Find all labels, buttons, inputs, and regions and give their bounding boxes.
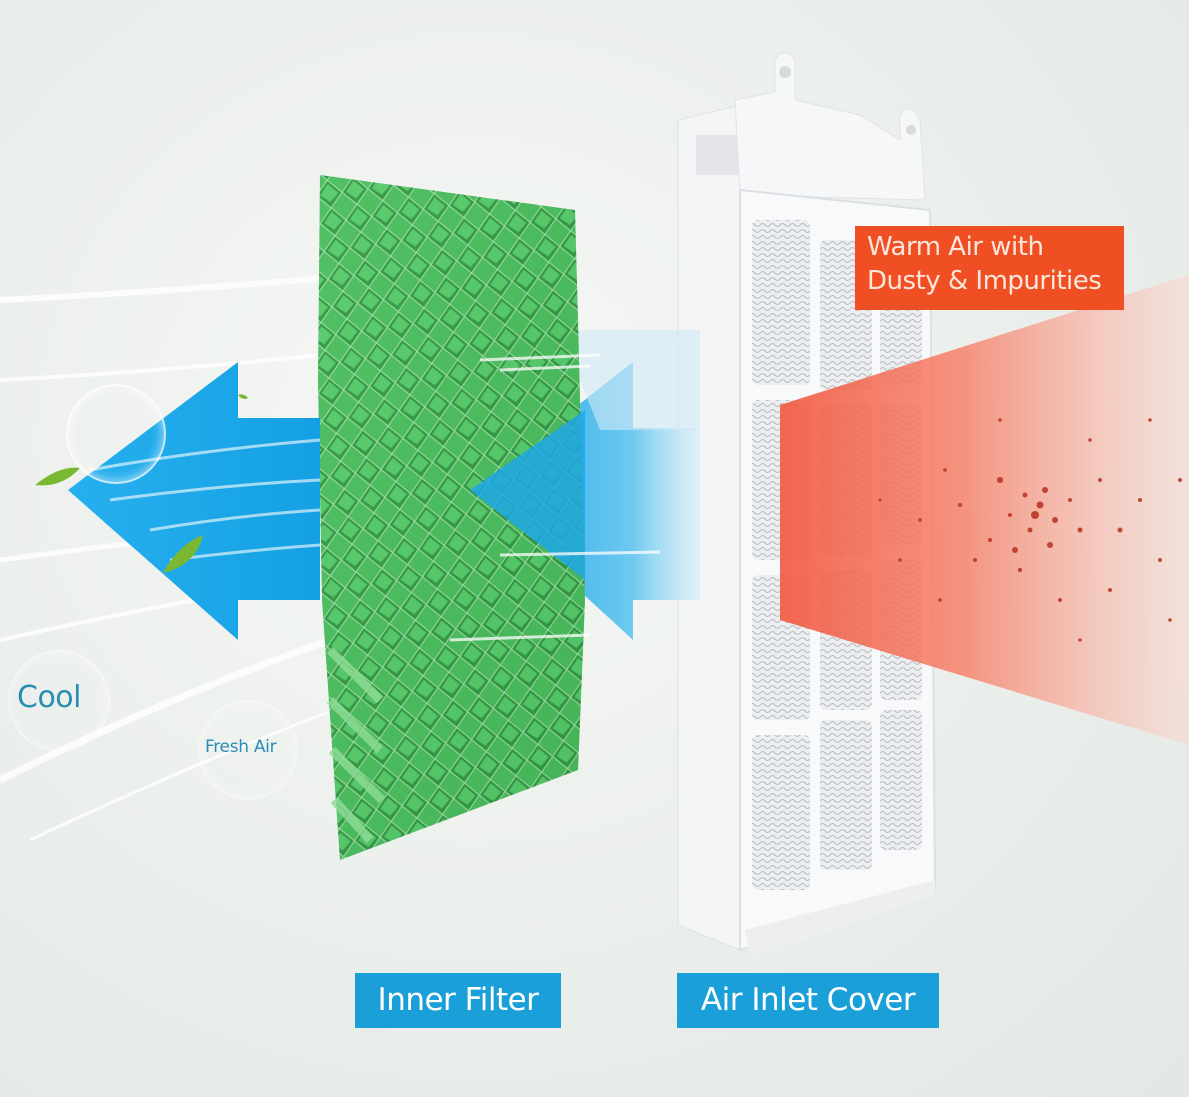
air-inlet-cover-label: Air Inlet Cover <box>677 973 939 1028</box>
air-bubble <box>66 384 166 484</box>
warm-air-label-line1: Warm Air with <box>867 232 1044 262</box>
fresh-air-text: Fresh Air <box>205 737 277 757</box>
cool-air-arrow <box>68 362 321 640</box>
warm-air-label: Warm Air with Dusty & Impurities <box>855 226 1124 310</box>
warm-air-stream <box>780 275 1189 745</box>
inner-filter-pad <box>318 175 661 860</box>
air-bubble <box>198 700 298 800</box>
leaves <box>35 394 248 573</box>
air-bubble <box>8 650 110 752</box>
warm-air-label-line2: Dusty & Impurities <box>867 266 1102 296</box>
inner-filter-label: Inner Filter <box>355 973 561 1028</box>
cool-text: Cool <box>17 680 82 715</box>
